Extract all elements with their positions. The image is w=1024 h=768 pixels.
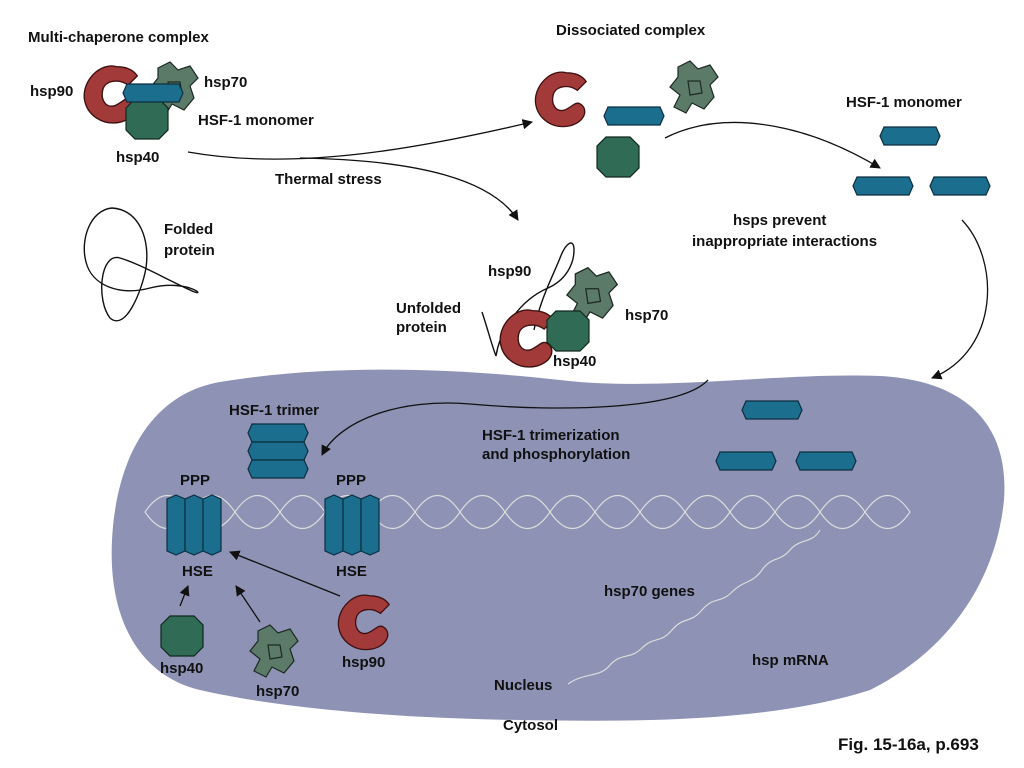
hsp-mrna-strand bbox=[567, 529, 821, 685]
label-folded-protein-line2: protein bbox=[164, 242, 215, 259]
hsf1-monomer-icon bbox=[324, 494, 344, 556]
dna-helix bbox=[144, 495, 911, 529]
arrow-to-monomers bbox=[664, 121, 881, 169]
arrow-hsp70-to-hse bbox=[235, 585, 261, 623]
hsf1-monomer-icon bbox=[342, 494, 362, 556]
label-hsp90: hsp90 bbox=[30, 83, 73, 100]
folded-protein-chain bbox=[83, 207, 199, 322]
hsf1-monomer-icon bbox=[247, 459, 309, 479]
label-unfolded-line1: Unfolded bbox=[396, 300, 461, 317]
unfolded-protein-complex bbox=[481, 242, 618, 368]
label-trimerization-line1: HSF-1 trimerization bbox=[482, 427, 620, 444]
label-hsp90-unfolded: hsp90 bbox=[488, 263, 531, 280]
label-hsf1-monomer: HSF-1 monomer bbox=[198, 112, 314, 129]
hsf1-monomer-icon bbox=[360, 494, 380, 556]
label-trimerization-line2: and phosphorylation bbox=[482, 446, 630, 463]
hsf1-monomer-icon bbox=[741, 400, 803, 420]
label-hse-right: HSE bbox=[336, 563, 367, 580]
label-hsp70-unfolded: hsp70 bbox=[625, 307, 668, 324]
label-hsp40: hsp40 bbox=[116, 149, 159, 166]
label-hsp90-new: hsp90 bbox=[342, 654, 385, 671]
label-ppp-left: PPP bbox=[180, 472, 210, 489]
hsf1-monomer-icon bbox=[603, 106, 665, 126]
label-hsp40-new: hsp40 bbox=[160, 660, 203, 677]
hsf1-monomer-icon bbox=[795, 451, 857, 471]
hsf1-monomer-icon bbox=[122, 83, 184, 103]
hsf1-monomer-icon bbox=[184, 494, 204, 556]
label-hsps-prevent-line1: hsps prevent bbox=[733, 212, 826, 229]
hsp40-icon bbox=[596, 136, 640, 178]
hsp70-icon bbox=[669, 60, 719, 114]
hsp90-icon bbox=[534, 71, 587, 128]
label-ppp-right: PPP bbox=[336, 472, 366, 489]
label-hse-left: HSE bbox=[182, 563, 213, 580]
label-nucleus: Nucleus bbox=[494, 677, 552, 694]
label-hsp-mrna: hsp mRNA bbox=[752, 652, 829, 669]
arrow-to-trimer bbox=[321, 379, 709, 456]
free-hsf1-monomers bbox=[852, 126, 991, 196]
label-hsf1-monomer-right: HSF-1 monomer bbox=[846, 94, 962, 111]
label-hsf1-trimer: HSF-1 trimer bbox=[229, 402, 319, 419]
label-multi-chaperone-complex: Multi-chaperone complex bbox=[28, 29, 210, 46]
arrow-hsp90-to-hse bbox=[229, 550, 341, 597]
label-unfolded-line2: protein bbox=[396, 319, 447, 336]
hsf1-monomer-icon bbox=[202, 494, 222, 556]
hsf1-monomer-icon bbox=[166, 494, 186, 556]
hsp40-icon bbox=[546, 310, 590, 352]
figure-reference: Fig. 15-16a, p.693 bbox=[838, 735, 979, 754]
hsp90-icon bbox=[499, 309, 554, 368]
hsf1-monomer-icon bbox=[247, 441, 309, 461]
arrow-to-dissociated bbox=[187, 119, 534, 160]
label-cytosol: Cytosol bbox=[503, 717, 558, 734]
label-hsp70-new: hsp70 bbox=[256, 683, 299, 700]
hsf1-monomer-icon bbox=[929, 176, 991, 196]
hsf1-monomer-icon bbox=[247, 423, 309, 443]
nucleus-body bbox=[111, 369, 1005, 721]
hsp40-icon bbox=[160, 615, 204, 657]
hsf1-trimer-stack bbox=[247, 423, 309, 479]
arrow-to-unfolded bbox=[299, 157, 519, 221]
dissociated-complex bbox=[534, 60, 719, 178]
bound-trimer-right bbox=[324, 494, 380, 556]
bound-trimer-left bbox=[166, 494, 222, 556]
arrow-hsp40-to-hse bbox=[179, 585, 190, 607]
hsf1-monomer-icon bbox=[715, 451, 777, 471]
label-hsp40-unfolded: hsp40 bbox=[553, 353, 596, 370]
label-hsp70: hsp70 bbox=[204, 74, 247, 91]
label-hsps-prevent-line2: inappropriate interactions bbox=[692, 233, 877, 250]
hsp40-icon bbox=[125, 98, 169, 140]
label-folded-protein-line1: Folded bbox=[164, 221, 213, 238]
hsf1-monomer-icon bbox=[852, 176, 914, 196]
label-hsp70-genes: hsp70 genes bbox=[604, 583, 695, 600]
label-thermal-stress: Thermal stress bbox=[275, 171, 382, 188]
label-dissociated-complex: Dissociated complex bbox=[556, 22, 706, 39]
hsf1-monomer-icon bbox=[879, 126, 941, 146]
multi-chaperone-complex bbox=[83, 61, 199, 140]
arrow-into-nucleus bbox=[931, 219, 989, 380]
